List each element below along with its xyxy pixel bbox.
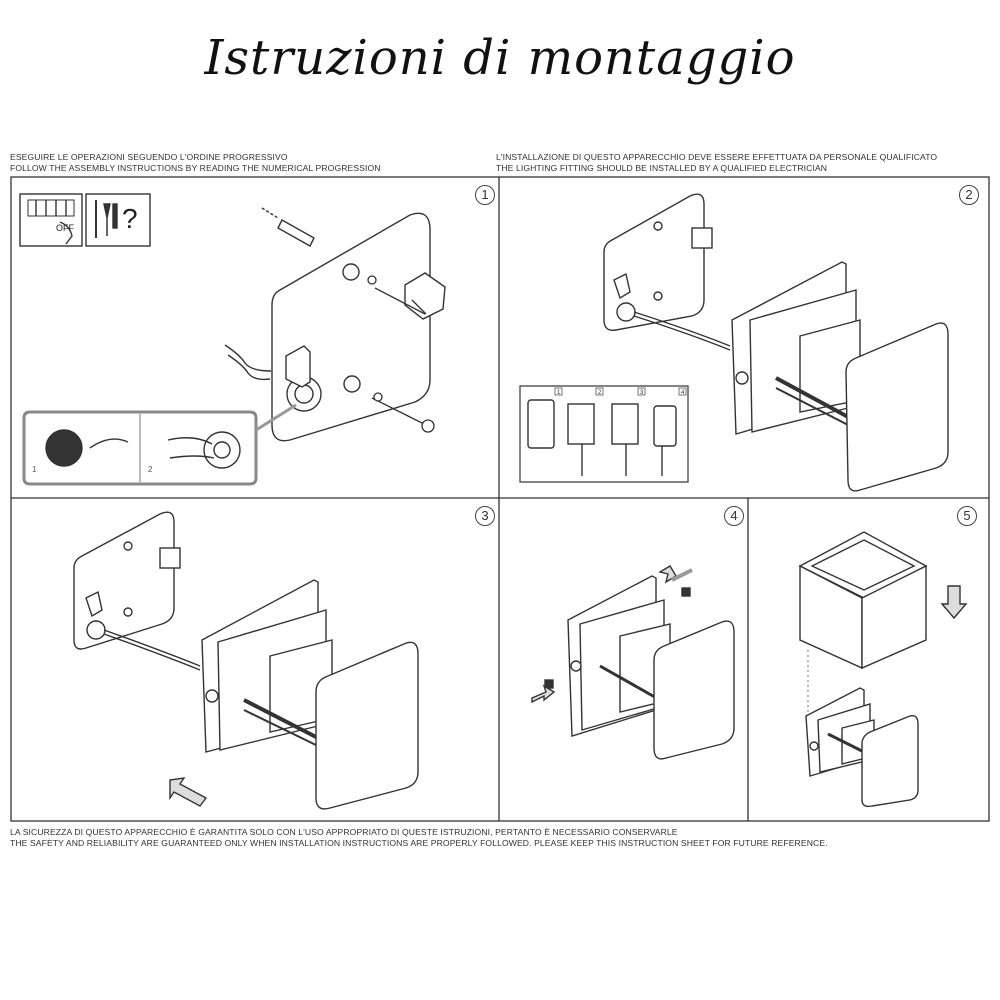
push-arrow <box>169 777 208 807</box>
step-3-illustration <box>73 511 419 810</box>
step-number-4: 4 <box>724 506 744 526</box>
wall-plug <box>261 207 315 247</box>
grub-screw-top <box>681 587 691 597</box>
step-5-illustration <box>798 531 968 808</box>
supply-cable <box>224 344 272 372</box>
power-off-label: OFF <box>56 223 74 233</box>
screw-top <box>367 275 427 315</box>
header-left-line-1: ESEGUIRE LE OPERAZIONI SEGUENDO L'ORDINE… <box>10 152 288 162</box>
header-left-line-2: FOLLOW THE ASSEMBLY INSTRUCTIONS BY READ… <box>10 163 381 173</box>
wall-plate <box>73 511 175 650</box>
tools-question-mark: ? <box>122 203 138 234</box>
header-right: L'INSTALLAZIONE DI QUESTO APPARECCHIO DE… <box>496 152 937 174</box>
screw-bottom <box>371 392 435 433</box>
footer-line-2: THE SAFETY AND RELIABILITY ARE GUARANTEE… <box>10 838 828 848</box>
step-number-3: 3 <box>475 506 495 526</box>
header-left: ESEGUIRE LE OPERAZIONI SEGUENDO L'ORDINE… <box>10 152 381 174</box>
footer-line-1: LA SICUREZZA DI QUESTO APPARECCHIO È GAR… <box>10 827 678 837</box>
mounting-bracket <box>404 272 446 320</box>
grub-screw-bottom <box>544 679 554 689</box>
header-right-line-1: L'INSTALLAZIONE DI QUESTO APPARECCHIO DE… <box>496 152 938 162</box>
supply-cable <box>633 311 731 347</box>
supply-cable <box>103 629 201 667</box>
wiring-step-4: 4 <box>681 390 685 396</box>
push-arrow <box>531 684 556 704</box>
page-title: Istruzioni di montaggio <box>204 30 796 86</box>
wiring-step-3: 3 <box>640 390 644 396</box>
lamp-front-cover <box>315 641 419 810</box>
mounting-bracket <box>159 547 181 569</box>
wiring-step-2: 2 <box>598 390 602 396</box>
mounting-bracket <box>691 227 713 249</box>
step-number-1: 1 <box>475 185 495 205</box>
cable-entry-detail <box>45 429 83 467</box>
lamp-front-cover <box>845 322 949 492</box>
lamp-front-cover <box>653 620 735 760</box>
step-4-illustration <box>531 565 735 760</box>
wiring-step-markers: 1 2 3 4 <box>554 387 687 396</box>
lamp-front-cover <box>861 714 919 808</box>
step-1-illustration <box>19 193 446 486</box>
footer-notice: LA SICUREZZA DI QUESTO APPARECCHIO È GAR… <box>10 827 828 849</box>
wiring-step-1: 1 <box>557 390 561 396</box>
step-number-5: 5 <box>957 506 977 526</box>
power-off-icon <box>19 193 83 247</box>
diagram-frame <box>10 176 990 822</box>
tools-icon <box>85 193 151 247</box>
step-2-illustration <box>519 193 949 492</box>
header-right-line-2: THE LIGHTING FITTING SHOULD BE INSTALLED… <box>496 163 828 173</box>
down-arrow <box>940 585 968 620</box>
step-number-2: 2 <box>959 185 979 205</box>
detail-label-2: 2 <box>148 465 153 474</box>
wall-plate <box>603 193 705 331</box>
detail-label-1: 1 <box>32 465 37 474</box>
cable-clip <box>285 345 311 388</box>
